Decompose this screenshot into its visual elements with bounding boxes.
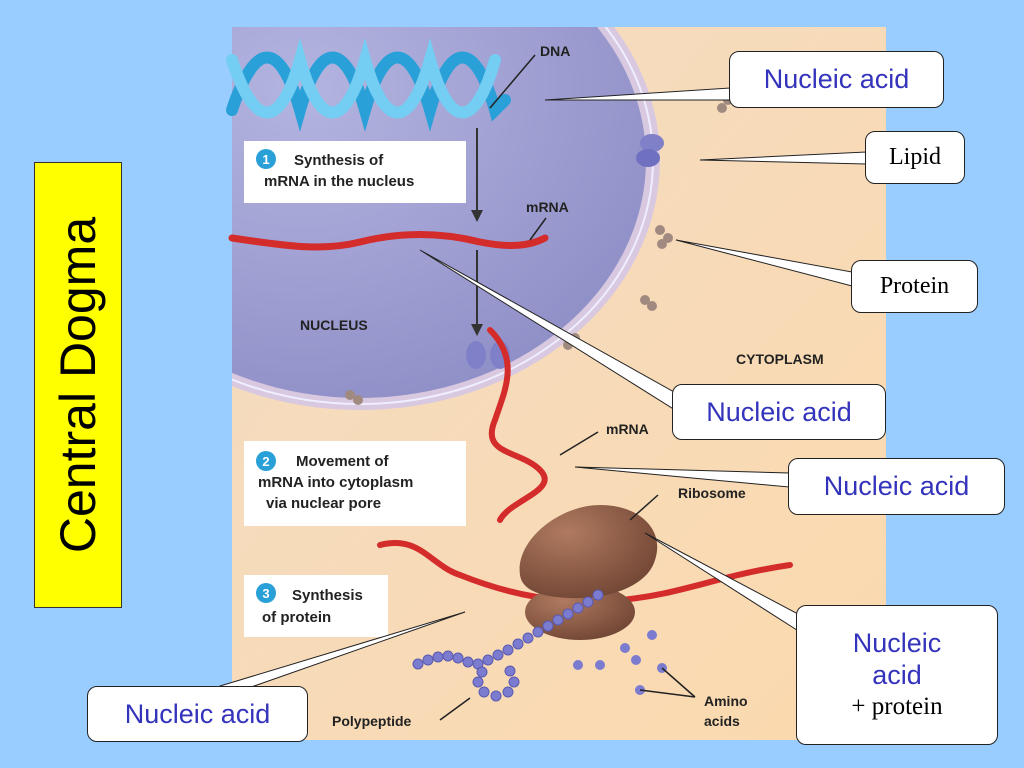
cytoplasm-label: CYTOPLASM: [736, 351, 824, 367]
callout-lipid: Lipid: [865, 131, 965, 184]
callout-lipid-text: Lipid: [889, 144, 941, 170]
callout-protein: Protein: [851, 260, 978, 313]
step-1-box: 1 Synthesis of mRNA in the nucleus: [244, 141, 466, 203]
membrane-lipid-protein: [636, 134, 664, 167]
callout-ribosome-line1: Nucleic: [852, 628, 942, 658]
callout-dna-text: Nucleic acid: [763, 64, 910, 94]
polypeptide-label: Polypeptide: [332, 713, 412, 729]
callout-ribosome-line3: + protein: [851, 693, 943, 720]
amino-label-line1: Amino: [704, 693, 748, 709]
callout-dna: Nucleic acid: [729, 51, 944, 108]
amino-leader-1: [639, 689, 696, 698]
mrna-top-label: mRNA: [526, 199, 569, 215]
polypeptide-leader: [439, 697, 471, 721]
dna-label: DNA: [540, 43, 570, 59]
ribosome-leader: [629, 494, 659, 521]
ribosome-label: Ribosome: [678, 485, 746, 501]
step-2-box: 2 Movement of mRNA into cytoplasm via nu…: [244, 441, 466, 526]
step-3-number: 3: [262, 586, 269, 601]
mrna-strand-nucleus: [228, 231, 549, 251]
step-3-line1: Synthesis: [292, 587, 363, 604]
dna-leader: [489, 54, 536, 109]
title-box: Central Dogma: [34, 162, 122, 608]
dna-helix: [226, 38, 511, 132]
callout-mrna-nucleus: Nucleic acid: [672, 384, 886, 440]
mrna-strand-moving: [487, 327, 548, 523]
step-2-line2: mRNA into cytoplasm: [258, 474, 413, 491]
callout-protein-text: Protein: [879, 273, 950, 299]
callout-ribosome-line2: acid: [872, 660, 922, 690]
nucleus-label: NUCLEUS: [300, 317, 368, 333]
mrna-mid-leader: [559, 431, 599, 456]
step-1-number: 1: [262, 152, 269, 167]
amino-label-line2: acids: [704, 713, 740, 729]
step-2-number-circle: [256, 451, 276, 471]
nuclear-envelope-inner: [232, 27, 646, 398]
callout-trna: Nucleic acid: [87, 686, 308, 742]
step-1-line1: Synthesis of: [294, 152, 384, 169]
amino-leader-2: [661, 667, 696, 698]
callout-mrna-cytoplasm-text: Nucleic acid: [823, 471, 970, 501]
flow-arrows: [471, 128, 483, 336]
step-1-number-circle: [256, 149, 276, 169]
callout-ribosome: Nucleic acid + protein: [796, 605, 998, 745]
step-2-line3: via nuclear pore: [266, 495, 381, 512]
step-2-line1: Movement of: [296, 453, 390, 470]
step-3-box: 3 Synthesis of protein: [244, 575, 388, 637]
callout-mrna-nucleus-text: Nucleic acid: [706, 396, 852, 427]
amino-acids: [573, 630, 667, 695]
callout-trna-text: Nucleic acid: [124, 698, 271, 729]
step-3-line2: of protein: [262, 609, 331, 626]
mrna-top-leader: [529, 217, 547, 241]
mrna-mid-label: mRNA: [606, 421, 649, 437]
callout-mrna-cytoplasm: Nucleic acid: [788, 458, 1005, 515]
step-1-line2: mRNA in the nucleus: [264, 173, 414, 190]
step-3-number-circle: [256, 583, 276, 603]
polypeptide-chain: [412, 589, 604, 702]
step-2-number: 2: [262, 454, 269, 469]
